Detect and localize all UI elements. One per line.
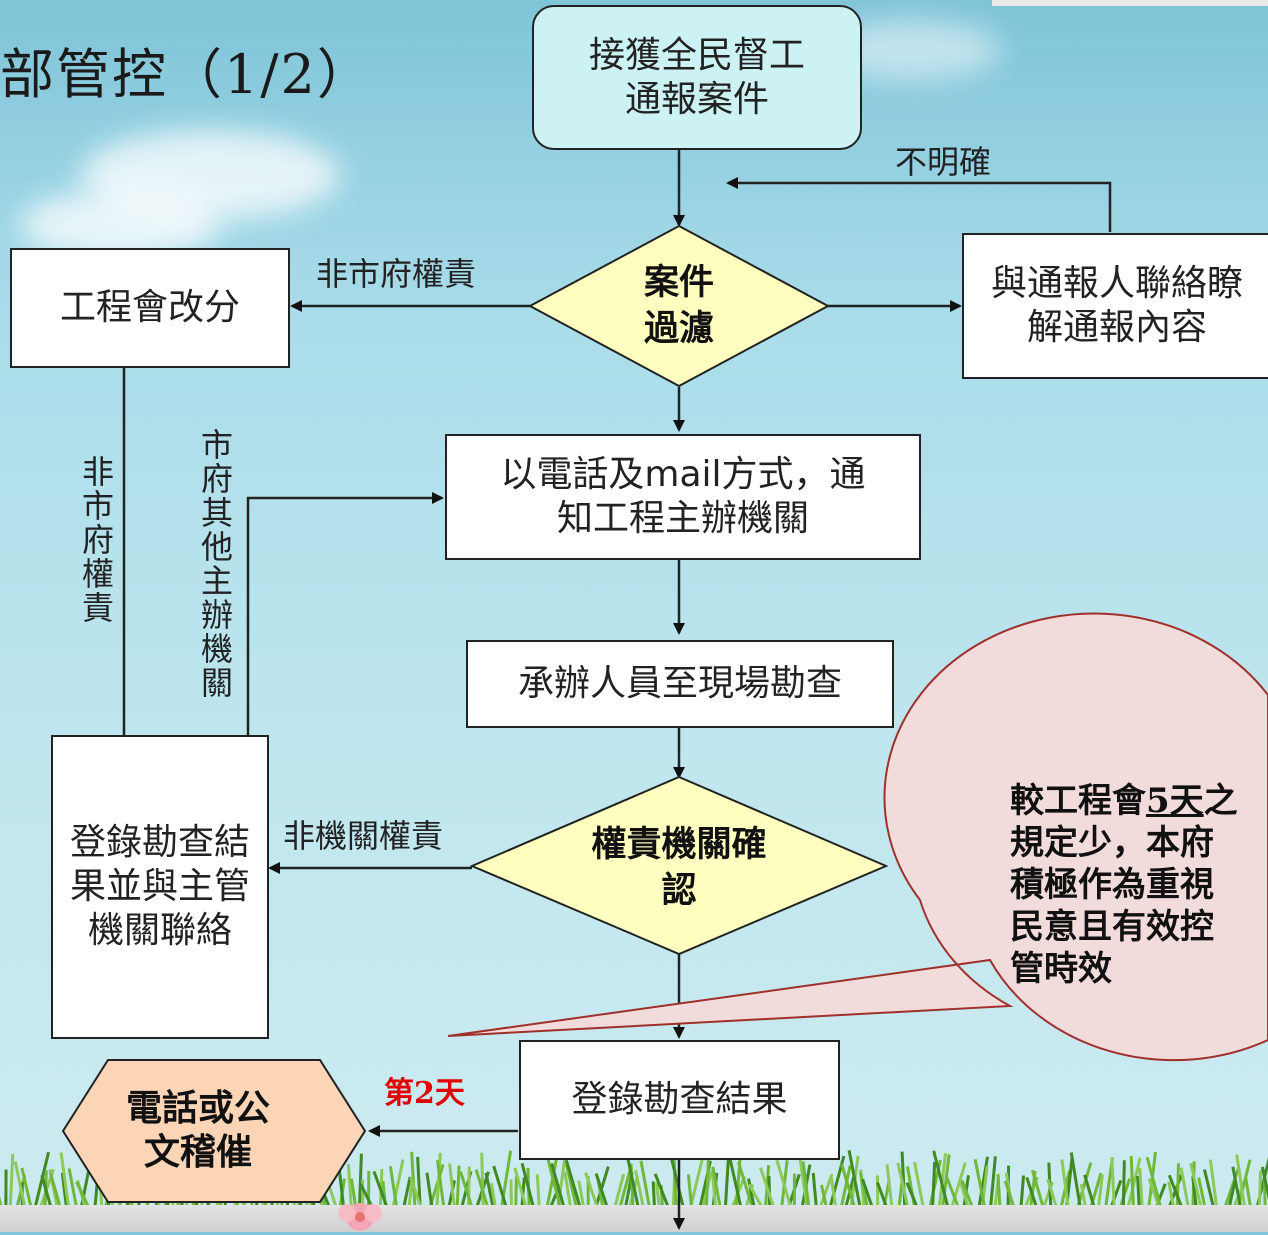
notify-node: 以電話及mail方式，通知工程主辦機關 [445,434,921,560]
edge-label-not-agency: 非機關權責 [283,818,443,854]
edge-label-other-agency: 市府其他主辦機關 [199,428,235,700]
record-contact-node-label: 登錄勘查結果並與主管機關聯絡 [70,821,250,953]
callout-line-1: 較工程會5天之 [1010,780,1238,822]
callout-line-4: 民意且有效控 [1010,906,1238,948]
flower-decoration [325,1195,395,1235]
arrow-other-agency [248,498,442,735]
start-node-label: 接獲全民督工通報案件 [587,34,807,122]
filter-decision-label: 案件過濾 [634,258,724,354]
edge-label-not-city-vertical: 非市府權責 [80,455,116,625]
edge-label-unclear: 不明確 [895,144,991,180]
page-title: 部管控（1/2） [0,30,373,109]
arrow-unclear-loop [728,183,1110,232]
record-node-label: 登錄勘查結果 [571,1078,787,1122]
callout-text: 較工程會5天之 規定少，本府 積極作為重視 民意且有效控 管時效 [1010,780,1238,990]
callout-line-2: 規定少，本府 [1010,822,1238,864]
inspect-node: 承辦人員至現場勘查 [466,640,894,728]
contact-node-label: 與通報人聯絡瞭解通報內容 [982,262,1252,350]
contact-node: 與通報人聯絡瞭解通報內容 [962,233,1268,379]
start-node: 接獲全民督工通報案件 [532,5,862,150]
callout-line-3: 積極作為重視 [1010,864,1238,906]
reassign-node-label: 工程會改分 [60,286,240,330]
record-contact-node: 登錄勘查結果並與主管機關聯絡 [51,735,269,1039]
edge-label-not-city: 非市府權責 [316,256,476,292]
callout-line-5: 管時效 [1010,948,1238,990]
edge-label-day2: 第2天 [384,1068,465,1112]
urge-node-label: 電話或公文稽催 [118,1086,278,1176]
notify-node-label: 以電話及mail方式，通知工程主辦機關 [493,453,873,541]
reassign-node: 工程會改分 [10,248,290,368]
authority-decision-label: 權責機關確認 [589,820,769,916]
inspect-node-label: 承辦人員至現場勘查 [518,662,842,706]
record-node: 登錄勘查結果 [519,1040,840,1160]
